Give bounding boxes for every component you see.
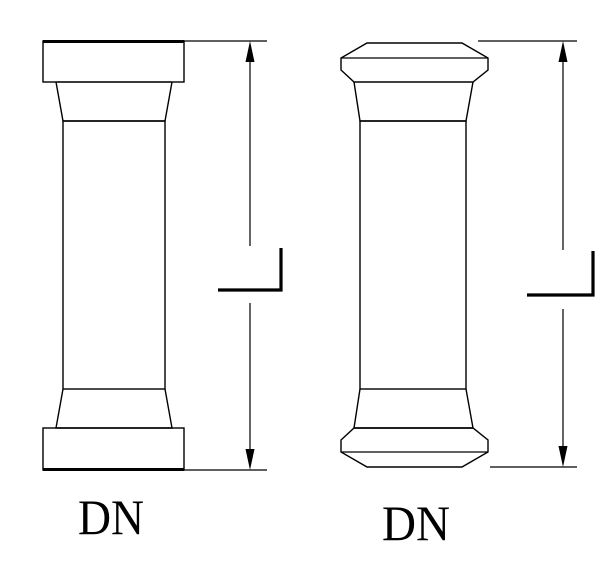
right-size-label: DN (382, 495, 450, 551)
right-length-dimension (478, 40, 595, 468)
right-top-cap (340, 42, 489, 83)
left-size-label: DN (78, 489, 144, 545)
left-arrow-up-icon (245, 41, 255, 62)
left-pipe-body (62, 120, 166, 390)
right-length-label (527, 251, 595, 297)
left-top-taper (55, 81, 173, 122)
left-length-label (218, 248, 283, 292)
right-top-taper (353, 81, 474, 122)
left-arrow-down-icon (245, 449, 255, 470)
right-fitting (340, 42, 489, 468)
left-bottom-cap (42, 427, 185, 471)
right-arrow-up-icon (558, 41, 568, 62)
left-fitting (42, 40, 185, 471)
left-top-cap (42, 40, 185, 83)
left-bottom-taper (55, 388, 173, 429)
right-arrow-down-icon (558, 446, 568, 467)
right-bottom-cap (340, 427, 489, 468)
left-length-dimension (184, 40, 283, 471)
right-bottom-taper (353, 388, 474, 429)
right-pipe-body (359, 120, 467, 390)
